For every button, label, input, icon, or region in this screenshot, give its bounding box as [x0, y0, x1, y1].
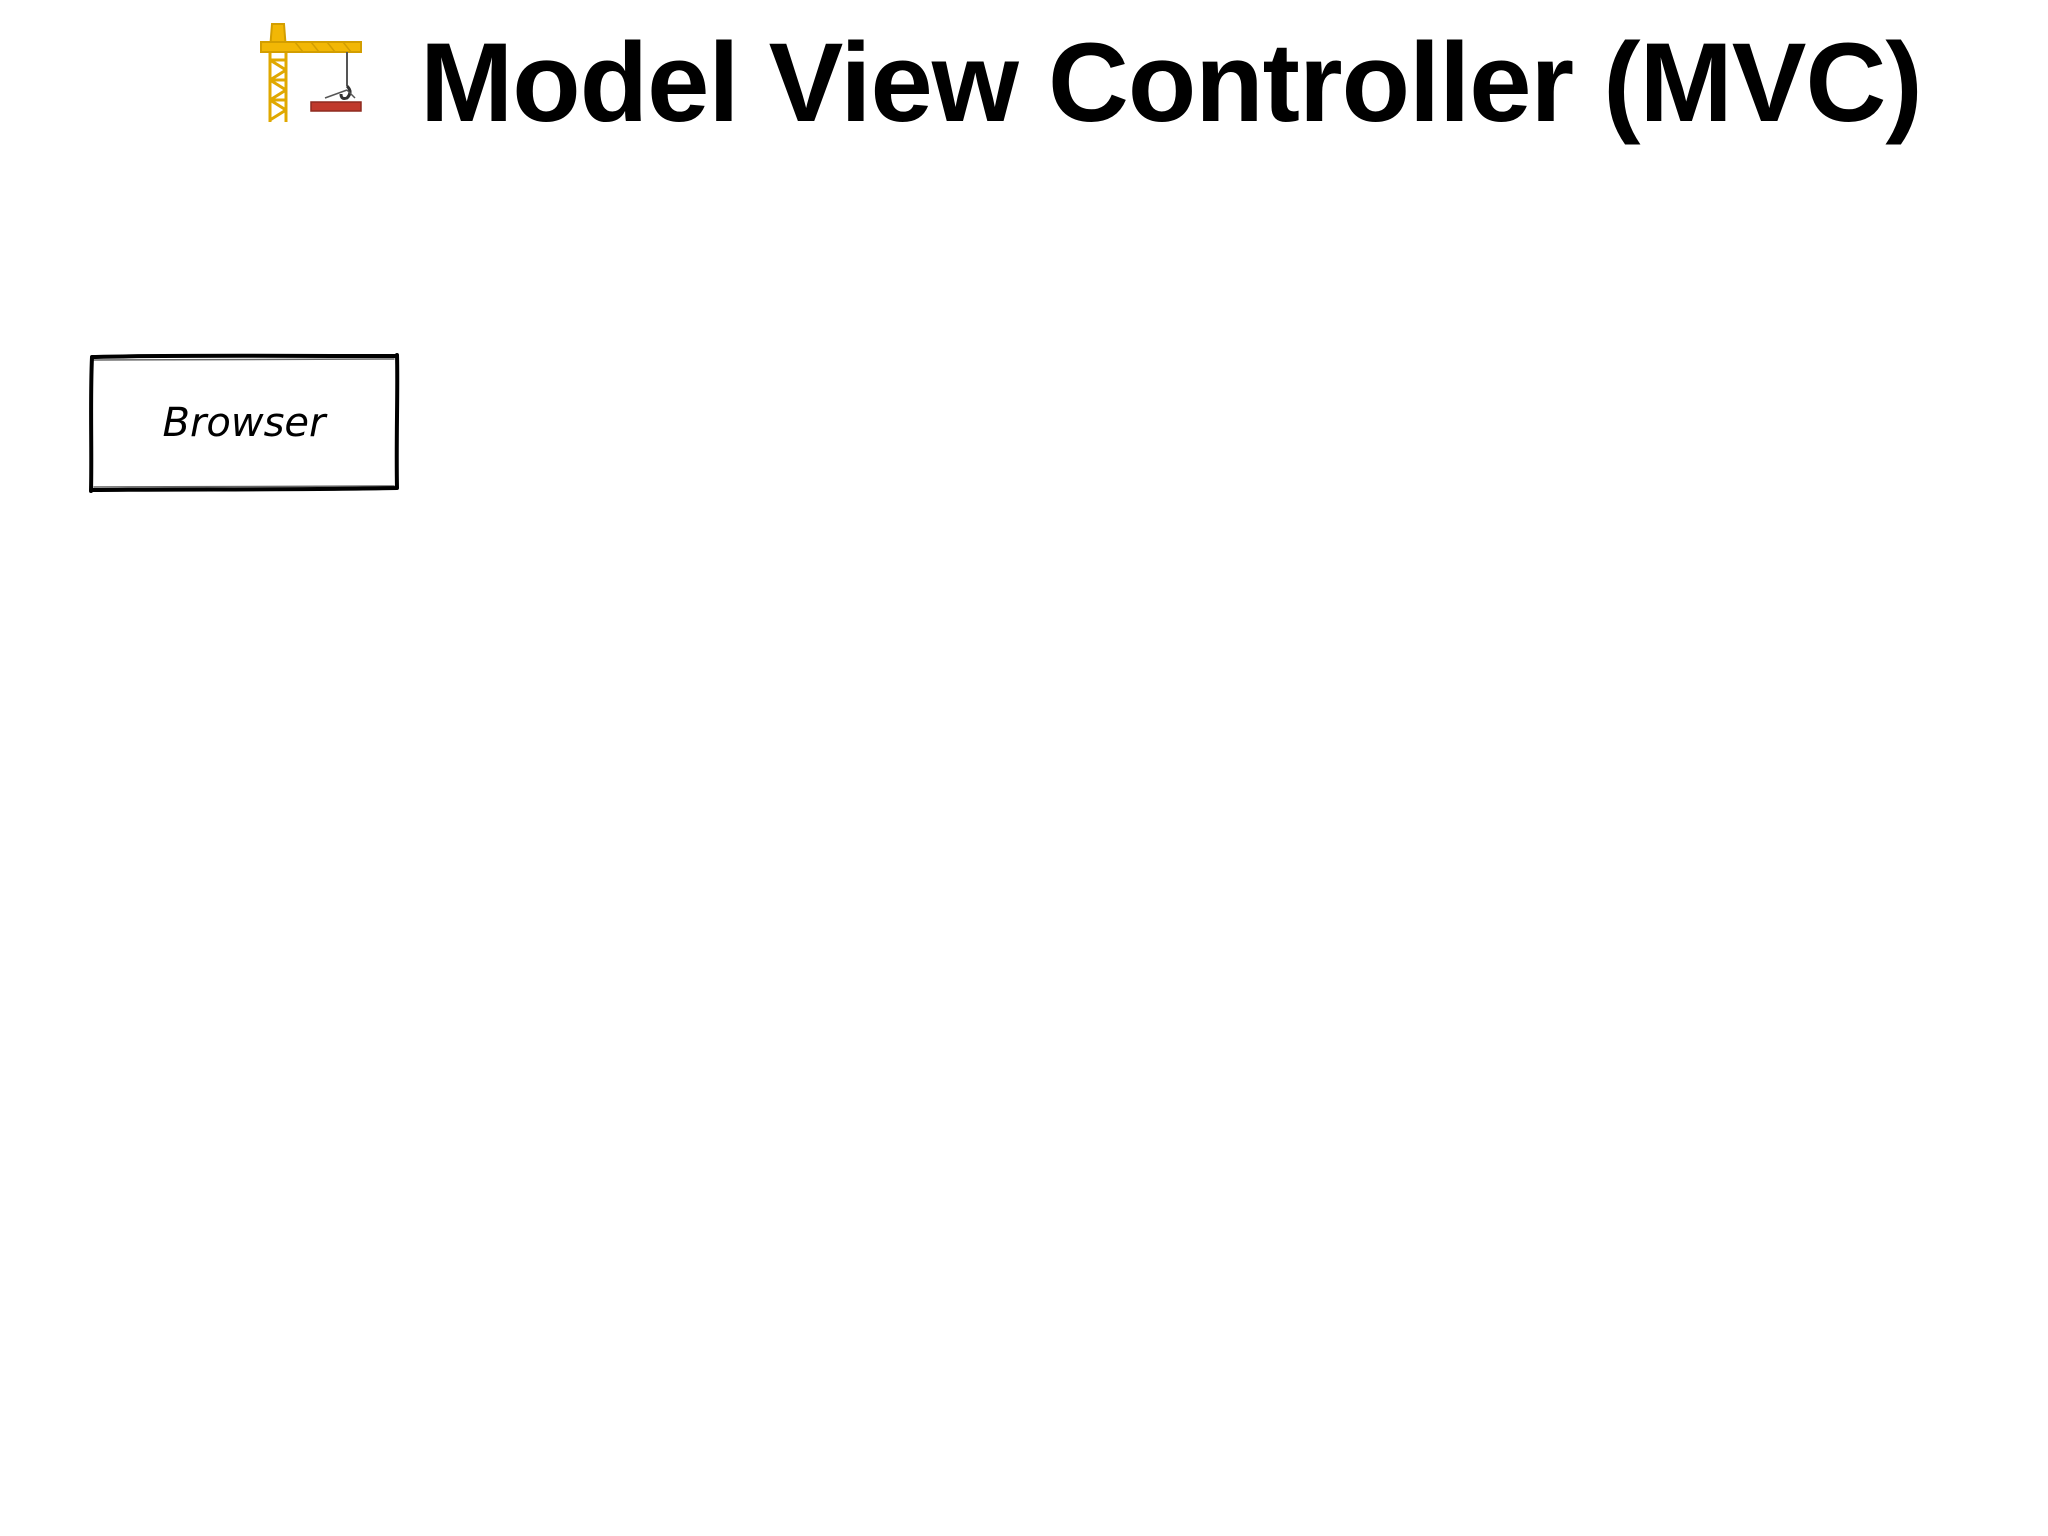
browser-label: Browser — [163, 400, 329, 446]
construction-crane-icon — [260, 23, 362, 122]
browser-box — [89, 353, 400, 493]
browser-node: Browser — [89, 353, 400, 493]
page-title: Model View Controller (MVC) — [420, 20, 1923, 145]
